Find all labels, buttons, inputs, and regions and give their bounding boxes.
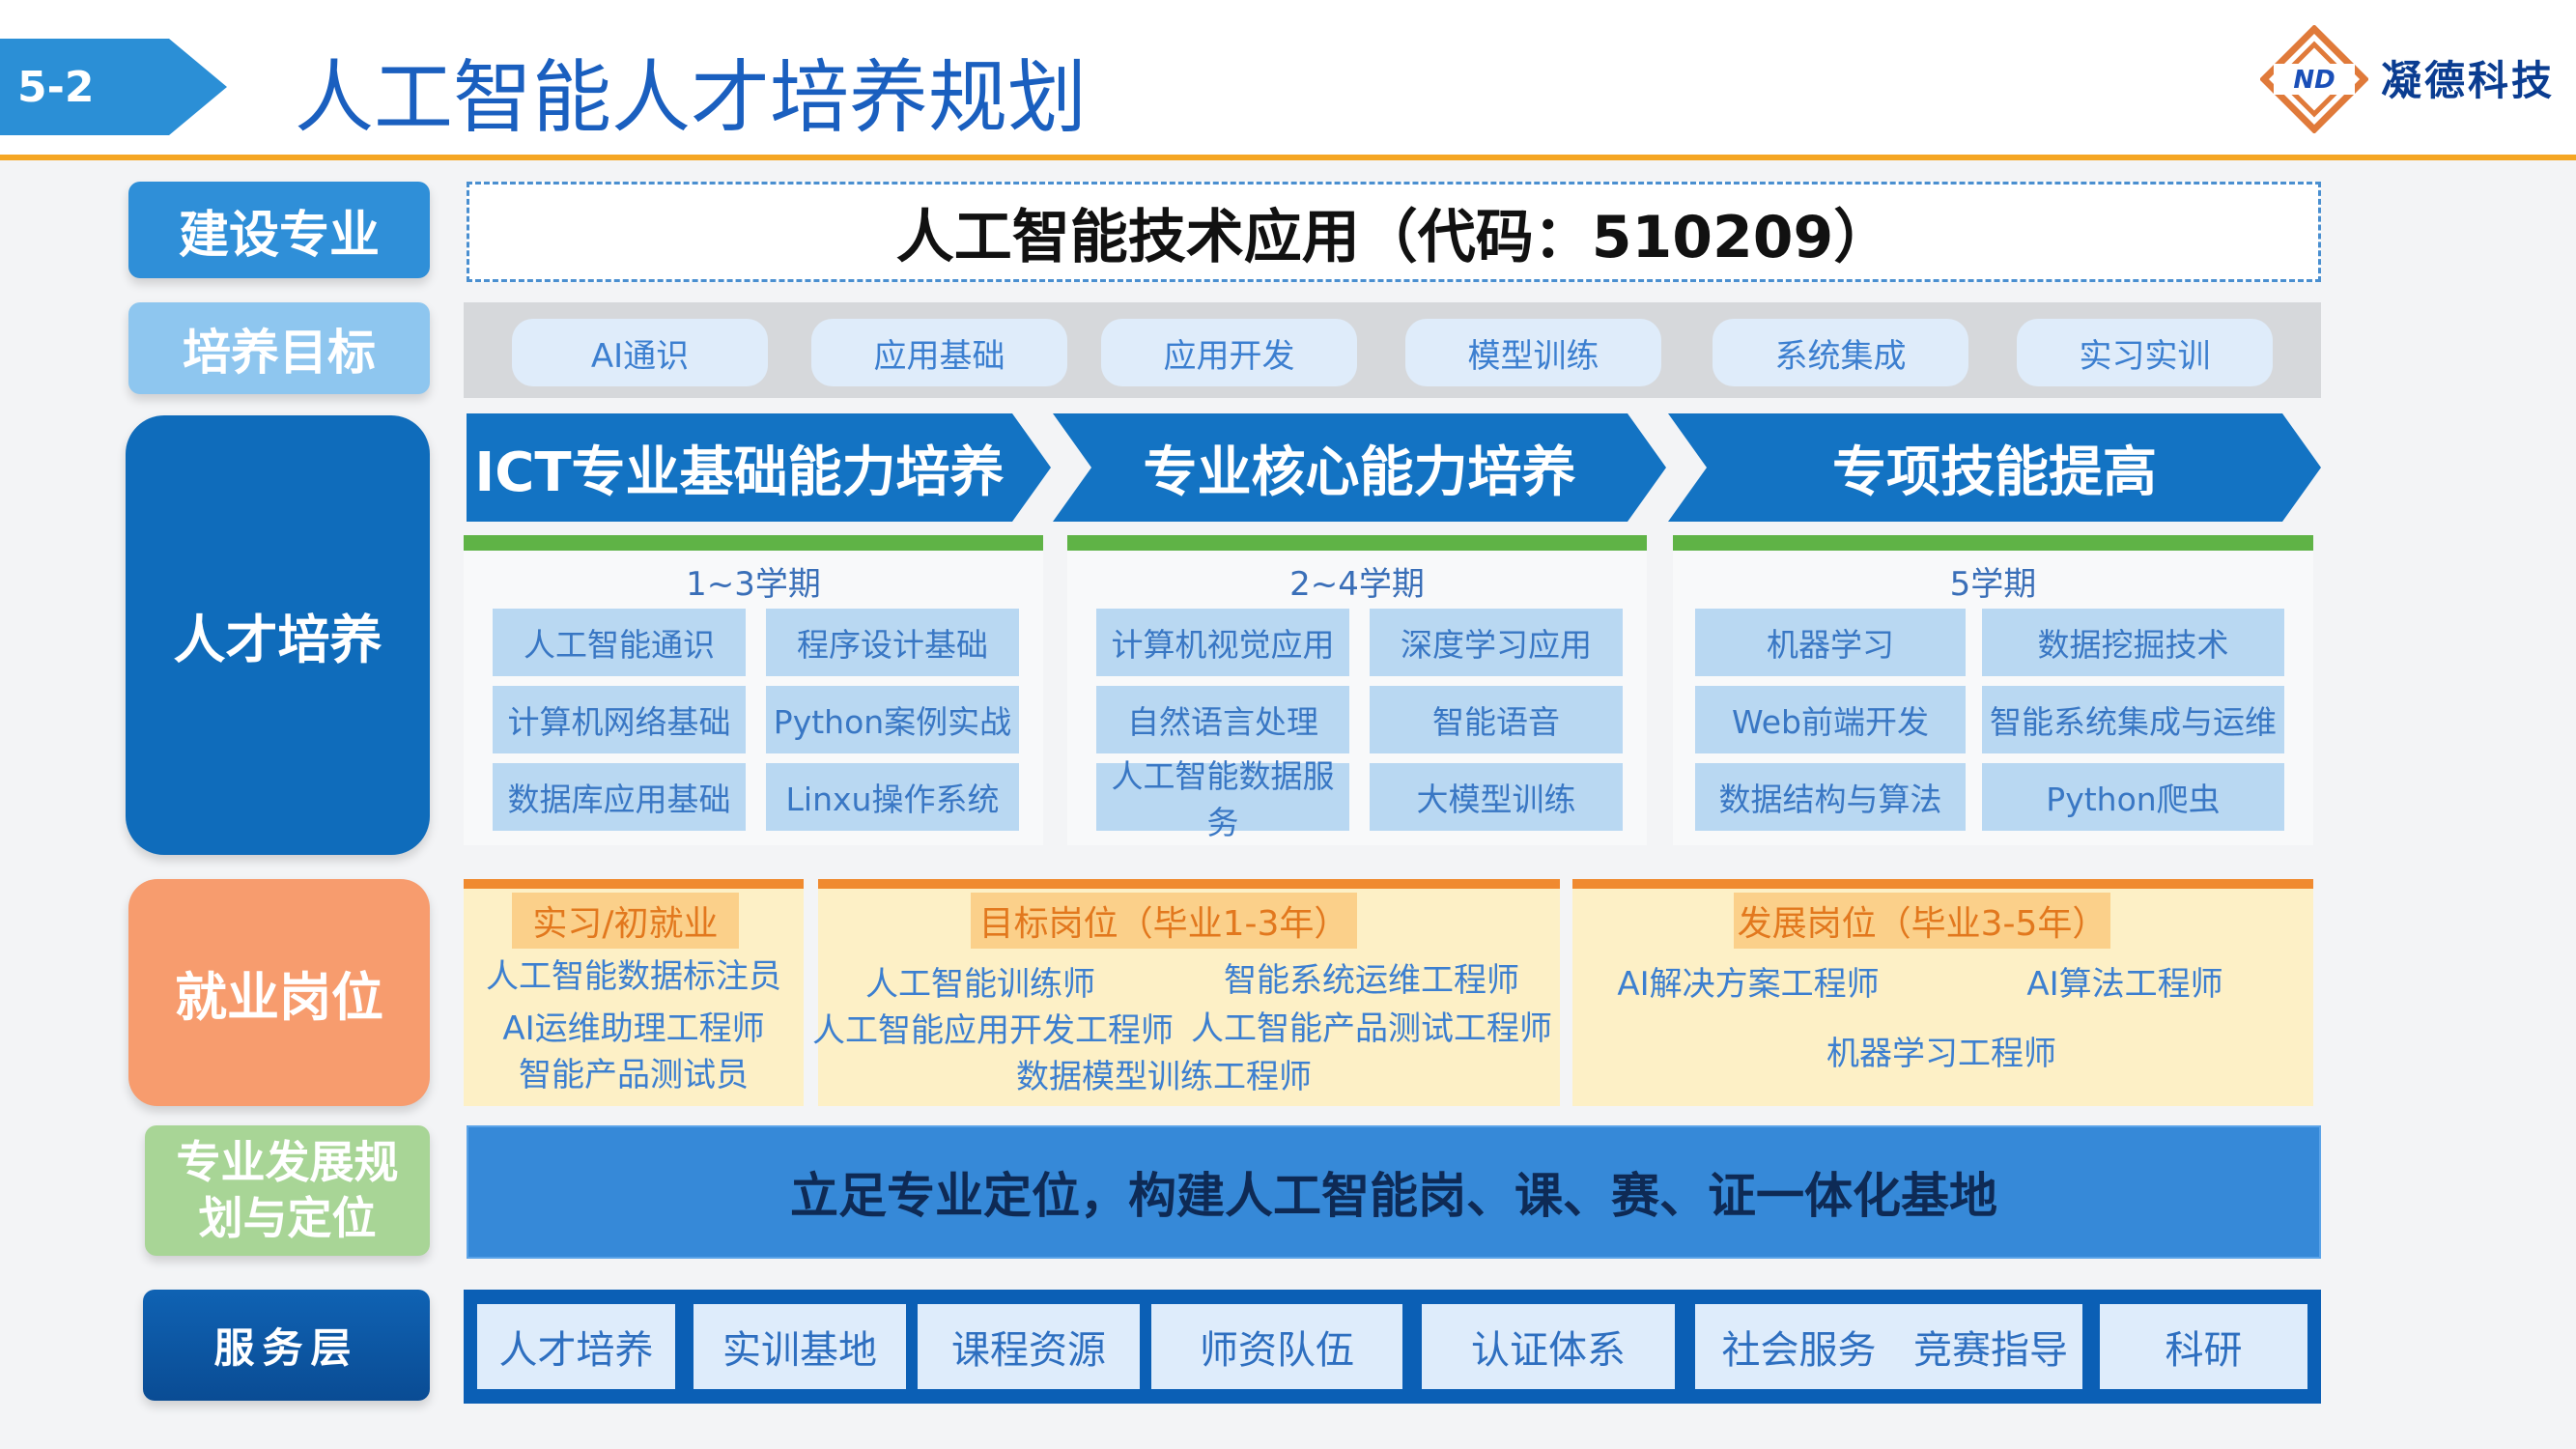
job-title: AI算法工程师 — [2026, 964, 2223, 1004]
goal-item: 模型训练 — [1405, 319, 1661, 386]
course-item: 计算机网络基础 — [493, 686, 746, 753]
course-item: 数据结构与算法 — [1695, 763, 1966, 831]
job-title: 人工智能数据标注员 — [486, 956, 781, 996]
stage-arrow-core: 专业核心能力培养 — [1053, 413, 1666, 522]
row-label-training: 人才培养 — [126, 415, 430, 855]
service-item: 师资队伍 — [1151, 1304, 1402, 1389]
service-item: 认证体系 — [1422, 1304, 1675, 1389]
service-item: 科研 — [2100, 1304, 2307, 1389]
service-item: 实训基地 — [694, 1304, 906, 1389]
major-name: 人工智能技术应用（代码：510209） — [895, 203, 1892, 271]
row-label-positioning: 专业发展规划与定位 — [145, 1125, 430, 1256]
course-item: 数据挖掘技术 — [1982, 609, 2284, 676]
job-group-topbar — [464, 879, 804, 889]
stage-divider — [1673, 535, 2313, 551]
stage-term: 5学期 — [1949, 564, 2037, 604]
major-name-box: 人工智能技术应用（代码：510209） — [467, 182, 2321, 282]
course-item: Python爬虫 — [1982, 763, 2284, 831]
job-group-title: 发展岗位（毕业3-5年） — [1734, 893, 2110, 949]
job-group-title: 实习/初就业 — [512, 893, 739, 949]
company-logo-icon: ND — [2260, 25, 2368, 133]
company-name: 凝德科技 — [2381, 56, 2556, 104]
logo-mark-text: ND — [2293, 66, 2335, 95]
stage-arrow-advanced: 专项技能提高 — [1668, 413, 2321, 522]
job-title: 数据模型训练工程师 — [1016, 1057, 1312, 1096]
slide-number-text: 5-2 — [17, 62, 95, 112]
job-title: 人工智能应用开发工程师 — [812, 1010, 1174, 1050]
stage-title: 专项技能提高 — [1832, 440, 2157, 504]
course-item: Python案例实战 — [766, 686, 1019, 753]
job-group-topbar — [1572, 879, 2313, 889]
service-item: 竞赛指导 — [1899, 1304, 2082, 1389]
row-label-employment: 就业岗位 — [128, 879, 430, 1106]
row-label-goal: 培养目标 — [128, 302, 430, 394]
goal-item: 应用开发 — [1101, 319, 1357, 386]
goal-item: 系统集成 — [1713, 319, 1968, 386]
stage-title: ICT专业基础能力培养 — [474, 440, 1005, 504]
goal-item: AI通识 — [512, 319, 768, 386]
service-item: 人才培养 — [477, 1304, 675, 1389]
course-item: 大模型训练 — [1370, 763, 1623, 831]
course-item: 深度学习应用 — [1370, 609, 1623, 676]
goal-band — [464, 302, 2321, 398]
job-title: 人工智能产品测试工程师 — [1191, 1009, 1552, 1048]
row-label-major: 建设专业 — [128, 182, 430, 278]
job-title: 智能系统运维工程师 — [1224, 960, 1519, 1000]
course-item: 数据库应用基础 — [493, 763, 746, 831]
stage-arrow-foundation: ICT专业基础能力培养 — [467, 413, 1051, 522]
positioning-statement: 立足专业定位，构建人工智能岗、课、赛、证一体化基地 — [790, 1168, 1997, 1224]
course-item: 计算机视觉应用 — [1096, 609, 1349, 676]
goal-item: 实习实训 — [2017, 319, 2273, 386]
job-title: 机器学习工程师 — [1826, 1034, 2056, 1073]
course-item: 人工智能数据服务 — [1096, 757, 1349, 841]
job-title: 智能产品测试员 — [519, 1055, 749, 1094]
positioning-statement-bar: 立足专业定位，构建人工智能岗、课、赛、证一体化基地 — [467, 1125, 2321, 1259]
course-item: 自然语言处理 — [1096, 686, 1349, 753]
job-title: 人工智能训练师 — [865, 964, 1095, 1004]
header-divider — [0, 155, 2576, 160]
row-label-service: 服务层 — [143, 1290, 430, 1401]
service-item: 课程资源 — [918, 1304, 1140, 1389]
course-item: Linxu操作系统 — [766, 763, 1019, 831]
course-item: Web前端开发 — [1695, 686, 1966, 753]
course-item: 智能语音 — [1370, 686, 1623, 753]
stage-divider — [464, 535, 1043, 551]
job-group-title: 目标岗位（毕业1-3年） — [971, 893, 1357, 949]
course-item: 智能系统集成与运维 — [1982, 686, 2284, 753]
stage-term: 1~3学期 — [686, 564, 821, 604]
stage-divider — [1067, 535, 1647, 551]
course-item: 机器学习 — [1695, 609, 1966, 676]
job-title: AI解决方案工程师 — [1617, 964, 1880, 1004]
slide-number-badge: 5-2 — [0, 39, 227, 135]
service-item: 社会服务 — [1695, 1304, 1903, 1389]
stage-title: 专业核心能力培养 — [1143, 440, 1576, 504]
course-item: 人工智能通识 — [493, 609, 746, 676]
stage-term: 2~4学期 — [1289, 564, 1425, 604]
job-title: AI运维助理工程师 — [502, 1009, 765, 1048]
course-item: 程序设计基础 — [766, 609, 1019, 676]
goal-item: 应用基础 — [811, 319, 1067, 386]
job-group-topbar — [818, 879, 1560, 889]
page-title: 人工智能人才培养规划 — [295, 51, 1088, 144]
